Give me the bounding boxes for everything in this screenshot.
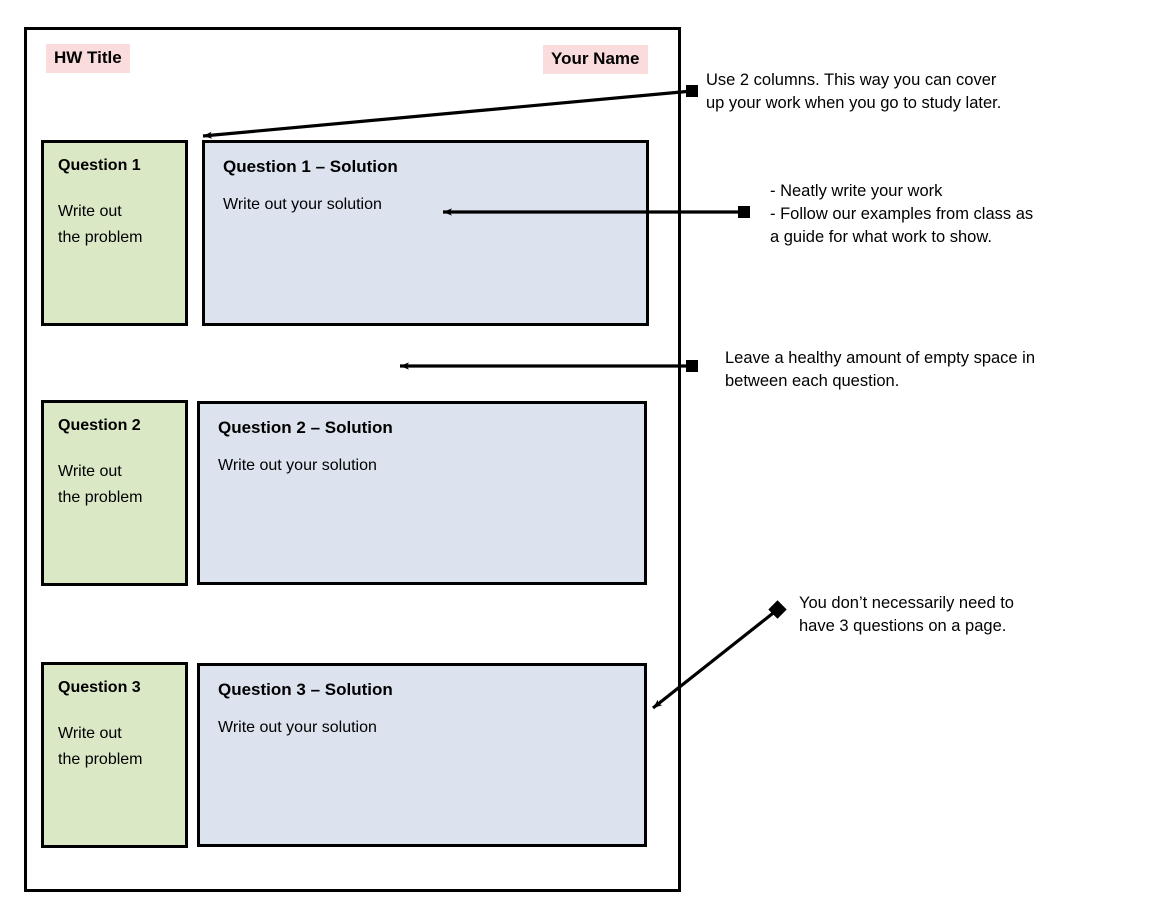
question-3-prompt-title: Question 3 <box>58 679 141 696</box>
question-2-solution-box: Question 2 – Solution Write out your sol… <box>197 401 647 585</box>
annotation-neat-work: - Neatly write your work - Follow our ex… <box>770 182 1034 246</box>
question-2-solution-body: Write out your solution <box>218 457 377 474</box>
question-1-prompt-body: Write out the problem <box>58 203 143 246</box>
question-2-prompt-title: Question 2 <box>58 417 141 434</box>
question-3-solution-box: Question 3 – Solution Write out your sol… <box>197 663 647 847</box>
annotation-empty-space: Leave a healthy amount of empty space in… <box>725 349 1036 390</box>
question-1-solution-title: Question 1 – Solution <box>223 157 398 176</box>
question-3-prompt-body: Write out the problem <box>58 725 143 768</box>
annotation-question-count: You don’t necessarily need to have 3 que… <box>799 594 1014 635</box>
question-1-prompt-title: Question 1 <box>58 157 141 174</box>
question-3-solution-title: Question 3 – Solution <box>218 680 393 699</box>
question-1-prompt-box: Question 1 Write out the problem <box>41 140 188 326</box>
annotation-two-columns: Use 2 columns. This way you can cover up… <box>706 71 1002 112</box>
question-1-solution-box: Question 1 – Solution Write out your sol… <box>202 140 649 326</box>
your-name-label: Your Name <box>543 45 648 74</box>
question-2-solution-title: Question 2 – Solution <box>218 418 393 437</box>
question-1-solution-body: Write out your solution <box>223 196 382 213</box>
question-3-solution-body: Write out your solution <box>218 719 377 736</box>
hw-title-label: HW Title <box>46 44 130 73</box>
question-3-prompt-box: Question 3 Write out the problem <box>41 662 188 848</box>
question-2-prompt-box: Question 2 Write out the problem <box>41 400 188 586</box>
question-2-prompt-body: Write out the problem <box>58 463 143 506</box>
